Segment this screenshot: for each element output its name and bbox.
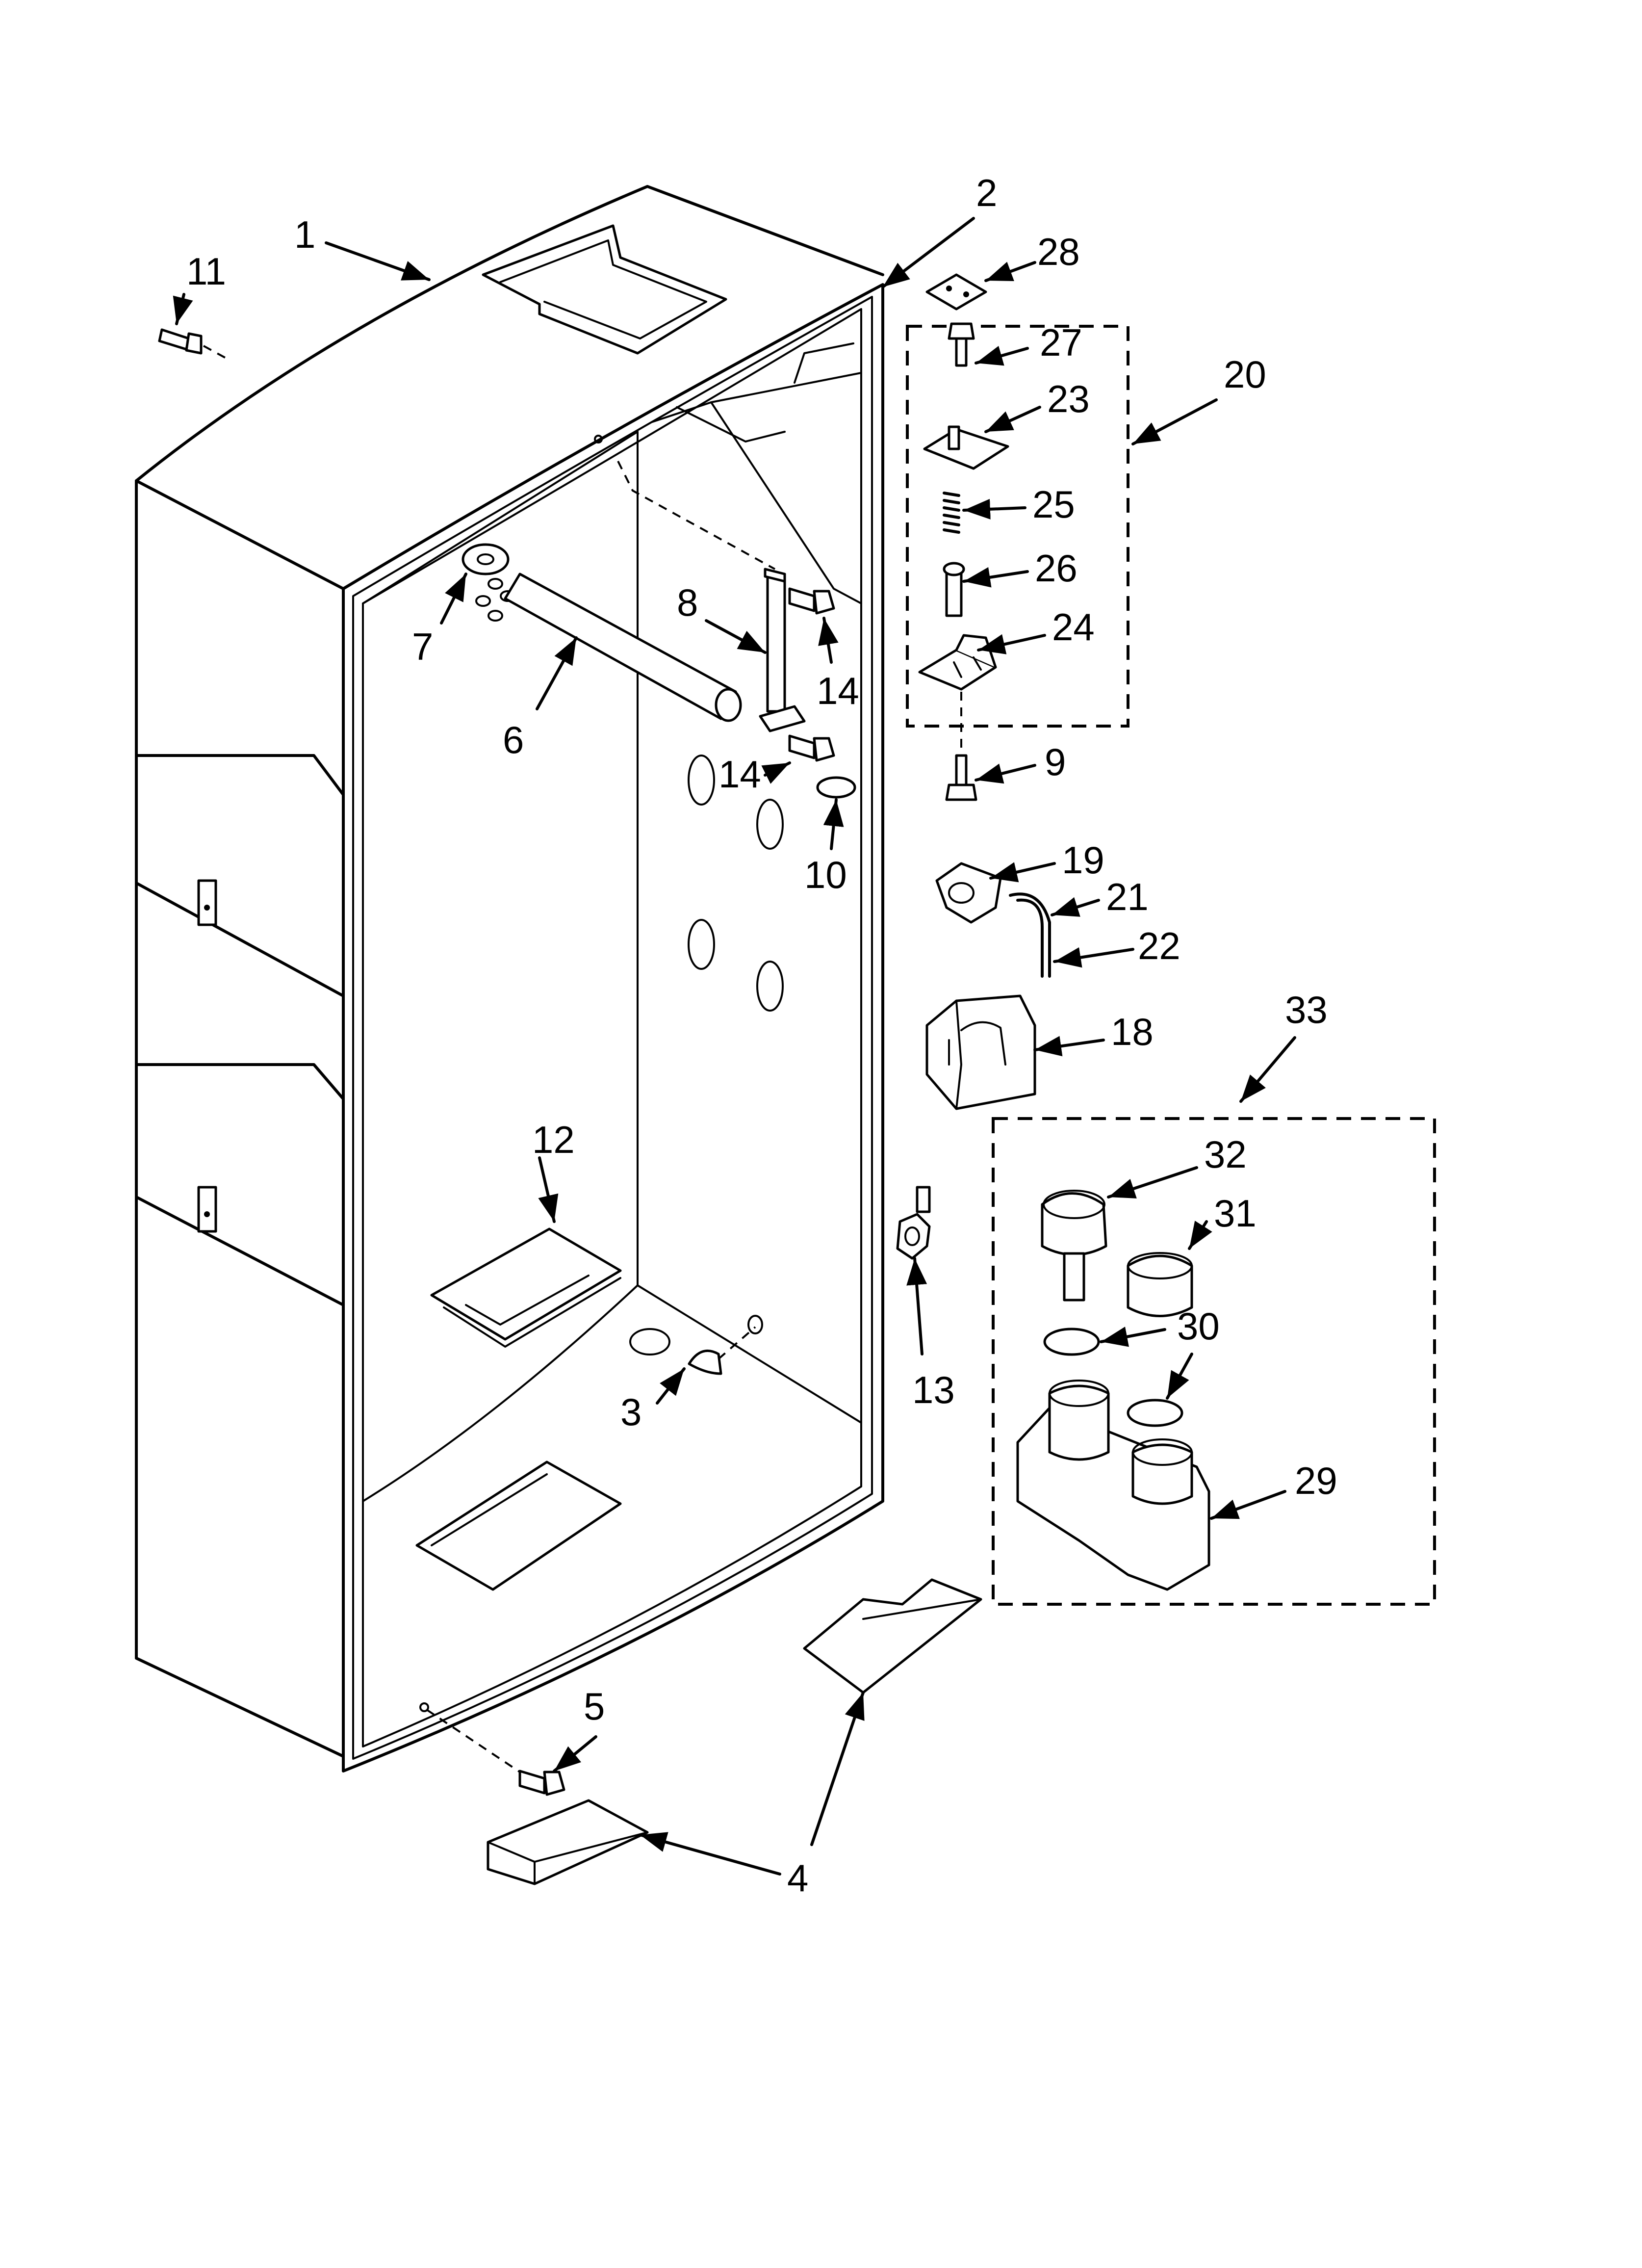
- cabinet-liner: [135, 185, 884, 1773]
- callout-12: 12: [532, 1118, 575, 1161]
- callout-19: 19: [1062, 838, 1104, 882]
- callout-32: 32: [1204, 1133, 1247, 1176]
- callout-25: 25: [1032, 483, 1075, 526]
- part-28-gasket: [925, 273, 987, 311]
- part-4-cover-left: [487, 1799, 649, 1885]
- callout-4: 4: [787, 1856, 808, 1900]
- callout-27: 27: [1040, 321, 1082, 364]
- callout-23: 23: [1047, 377, 1090, 420]
- part-26-pin: [943, 562, 965, 617]
- part-4-cover-right: [803, 1578, 982, 1694]
- part-5-screw: [426, 1709, 565, 1796]
- callout-20: 20: [1224, 353, 1266, 396]
- part-31-cap: [1127, 1252, 1193, 1317]
- callout-18: 18: [1111, 1010, 1154, 1053]
- part-7-grommet: [462, 543, 515, 622]
- callout-10: 10: [804, 853, 847, 896]
- part-23-plate: [923, 425, 1009, 470]
- part-8-rod: [617, 461, 806, 732]
- callout-8: 8: [677, 581, 698, 624]
- callout-3: 3: [620, 1390, 641, 1434]
- callout-labels: 1 2 3 4 5 6 7 8 9 10 11 12 13 14 14 18 1…: [186, 171, 1337, 1900]
- part-18-housing: [925, 994, 1036, 1110]
- assembly-33-box: [992, 1117, 1436, 1606]
- callout-21: 21: [1106, 875, 1149, 918]
- part-9-screw: [945, 754, 977, 801]
- callout-13: 13: [912, 1368, 955, 1411]
- callout-11: 11: [186, 250, 226, 293]
- part-6-tube: [504, 573, 742, 722]
- part-29-filter-head: [1016, 1380, 1210, 1591]
- part-13-valve: [896, 1186, 931, 1260]
- callout-14-lower: 14: [718, 753, 761, 796]
- part-19-clamp: [935, 862, 1002, 924]
- callout-29: 29: [1295, 1459, 1337, 1502]
- part-24-bracket: [918, 634, 997, 756]
- part-14-screws: [788, 587, 835, 762]
- callout-31: 31: [1214, 1192, 1257, 1235]
- callout-1: 1: [294, 213, 315, 256]
- part-21-22-tube: [1009, 892, 1051, 978]
- leader-arrows: [173, 217, 1296, 1876]
- callout-6: 6: [503, 718, 524, 761]
- part-32-cap-stem: [1041, 1190, 1107, 1302]
- callout-5: 5: [584, 1685, 605, 1728]
- part-3-plug: [688, 1326, 756, 1375]
- callout-33: 33: [1285, 988, 1328, 1031]
- part-27-screw: [948, 322, 975, 367]
- callout-22: 22: [1138, 924, 1180, 967]
- part-10-plug: [816, 776, 856, 799]
- part-11-screw: [158, 328, 231, 362]
- callout-30: 30: [1177, 1304, 1220, 1348]
- callout-7: 7: [412, 625, 433, 668]
- callout-9: 9: [1045, 740, 1066, 783]
- callout-14-upper: 14: [817, 669, 859, 712]
- callout-28: 28: [1037, 230, 1080, 273]
- assembly-20-box: [906, 325, 1129, 728]
- part-25-spring: [943, 492, 960, 534]
- callout-24: 24: [1052, 605, 1095, 649]
- part-12-drain-pan: [430, 1227, 622, 1348]
- part-30-orings: [1043, 1328, 1183, 1427]
- callout-26: 26: [1035, 547, 1078, 590]
- callout-2: 2: [976, 171, 997, 214]
